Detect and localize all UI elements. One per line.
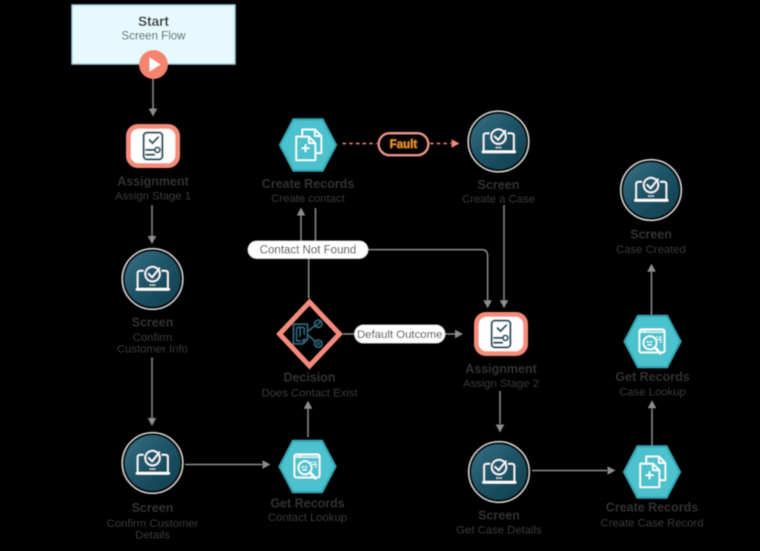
- svg-text:Fault: Fault: [390, 139, 418, 151]
- svg-text:Screen: Screen: [132, 316, 174, 330]
- svg-text:Get Case Details: Get Case Details: [456, 525, 542, 537]
- svg-text:Does Contact Exist: Does Contact Exist: [261, 388, 358, 400]
- svg-text:Screen: Screen: [630, 228, 672, 242]
- svg-text:Get Records: Get Records: [270, 497, 344, 511]
- svg-text:Case Lookup: Case Lookup: [619, 387, 686, 399]
- svg-text:Contact Not Found: Contact Not Found: [260, 245, 357, 257]
- svg-text:Create contact: Create contact: [271, 193, 345, 205]
- svg-text:Create Case Record: Create Case Record: [601, 518, 704, 530]
- svg-text:Create a Case: Create a Case: [462, 194, 535, 206]
- svg-text:Assignment: Assignment: [465, 362, 537, 376]
- svg-text:Create Records: Create Records: [262, 177, 354, 191]
- svg-text:Case Created: Case Created: [616, 244, 686, 256]
- svg-text:Contact Lookup: Contact Lookup: [268, 512, 347, 524]
- svg-text:Screen: Screen: [478, 178, 520, 192]
- svg-text:Screen: Screen: [132, 501, 174, 515]
- svg-text:Default Outcome: Default Outcome: [357, 329, 442, 341]
- svg-text:Customer Info: Customer Info: [117, 344, 188, 356]
- svg-text:Get Records: Get Records: [615, 370, 689, 384]
- svg-text:Screen Flow: Screen Flow: [122, 30, 187, 42]
- svg-text:Confirm Customer: Confirm Customer: [107, 518, 199, 530]
- svg-text:Screen: Screen: [478, 509, 520, 523]
- svg-text:Start: Start: [138, 14, 169, 29]
- svg-text:Assignment: Assignment: [117, 175, 189, 189]
- svg-text:Confirm: Confirm: [133, 332, 173, 344]
- svg-text:Assign Stage 2: Assign Stage 2: [463, 378, 539, 390]
- svg-text:Details: Details: [135, 530, 170, 542]
- svg-text:Decision: Decision: [283, 371, 335, 385]
- svg-text:Assign Stage 1: Assign Stage 1: [115, 191, 191, 203]
- svg-text:Create Records: Create Records: [606, 501, 698, 515]
